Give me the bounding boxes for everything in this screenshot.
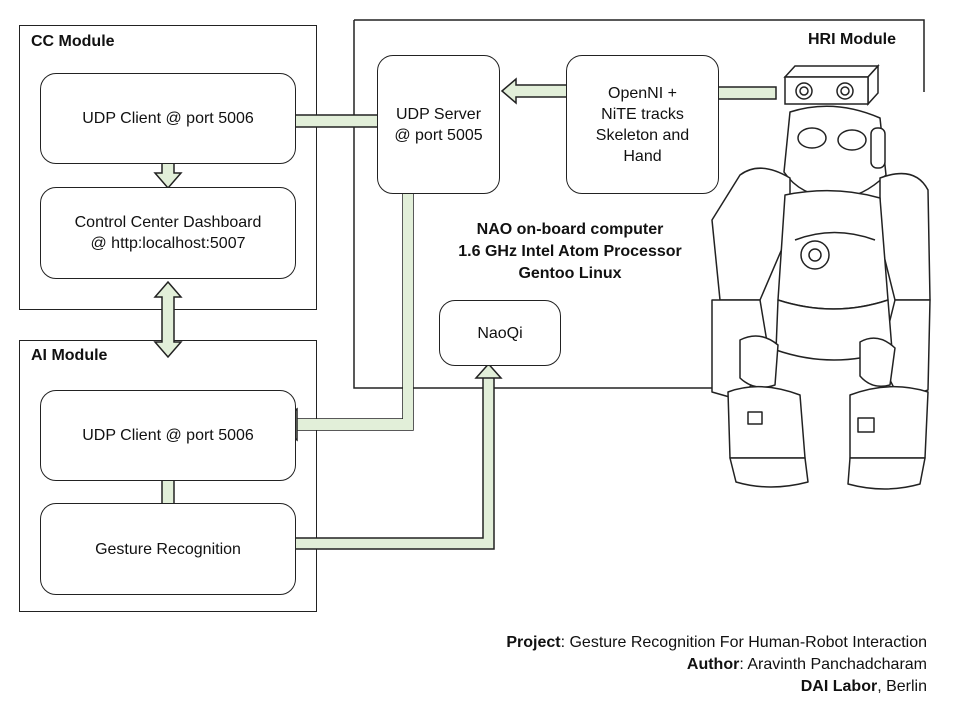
nao-robot-icon (711, 105, 931, 490)
openni-label: OpenNI + NiTE tracks Skeleton and Hand (595, 84, 690, 165)
nao-computer-line1: NAO on-board computer (476, 221, 664, 238)
credits: Project: Gesture Recognition For Human-R… (506, 632, 927, 698)
gesture-recognition-box: Gesture Recognition (40, 503, 296, 595)
cc-udp-client-box: UDP Client @ port 5006 (40, 73, 296, 164)
ai-udp-client-box: UDP Client @ port 5006 (40, 390, 296, 481)
author-label: Author (686, 656, 740, 673)
dashboard-label: Control Center Dashboard @ http:localhos… (74, 214, 262, 252)
dashboard-box: Control Center Dashboard @ http:localhos… (40, 187, 296, 279)
credits-author: Author: Aravinth Panchadcharam (506, 654, 927, 676)
credits-org: DAI Labor, Berlin (506, 676, 927, 698)
ai-module-title: AI Module (31, 347, 108, 364)
naoqi-to-gesture-connector (270, 362, 503, 561)
org-value: , Berlin (877, 678, 927, 695)
cc-module-title: CC Module (31, 33, 115, 50)
project-value: : Gesture Recognition For Human-Robot In… (560, 634, 927, 651)
ai-udp-client-label: UDP Client @ port 5006 (82, 427, 254, 444)
cc-ai-module-arrow (153, 280, 183, 359)
nao-computer-info: NAO on-board computer 1.6 GHz Intel Atom… (420, 219, 720, 285)
hri-module-title: HRI Module (808, 31, 896, 48)
server-to-ai-client-connector (275, 174, 422, 442)
project-label: Project (506, 634, 561, 651)
udp-server-label: UDP Server @ port 5005 (394, 105, 483, 144)
cc-udp-client-label: UDP Client @ port 5006 (82, 110, 254, 127)
depth-sensor-icon (783, 64, 880, 106)
author-value: : Aravinth Panchadcharam (739, 656, 927, 673)
naoqi-box: NaoQi (439, 300, 561, 366)
nao-computer-line2: 1.6 GHz Intel Atom Processor (458, 243, 682, 260)
gesture-recognition-label: Gesture Recognition (95, 540, 241, 558)
org-label: DAI Labor (800, 678, 878, 695)
nao-computer-line3: Gentoo Linux (518, 265, 622, 282)
openni-box: OpenNI + NiTE tracks Skeleton and Hand (566, 55, 719, 194)
udp-server-box: UDP Server @ port 5005 (377, 55, 500, 194)
naoqi-label: NaoQi (477, 324, 523, 342)
credits-project: Project: Gesture Recognition For Human-R… (506, 632, 927, 654)
